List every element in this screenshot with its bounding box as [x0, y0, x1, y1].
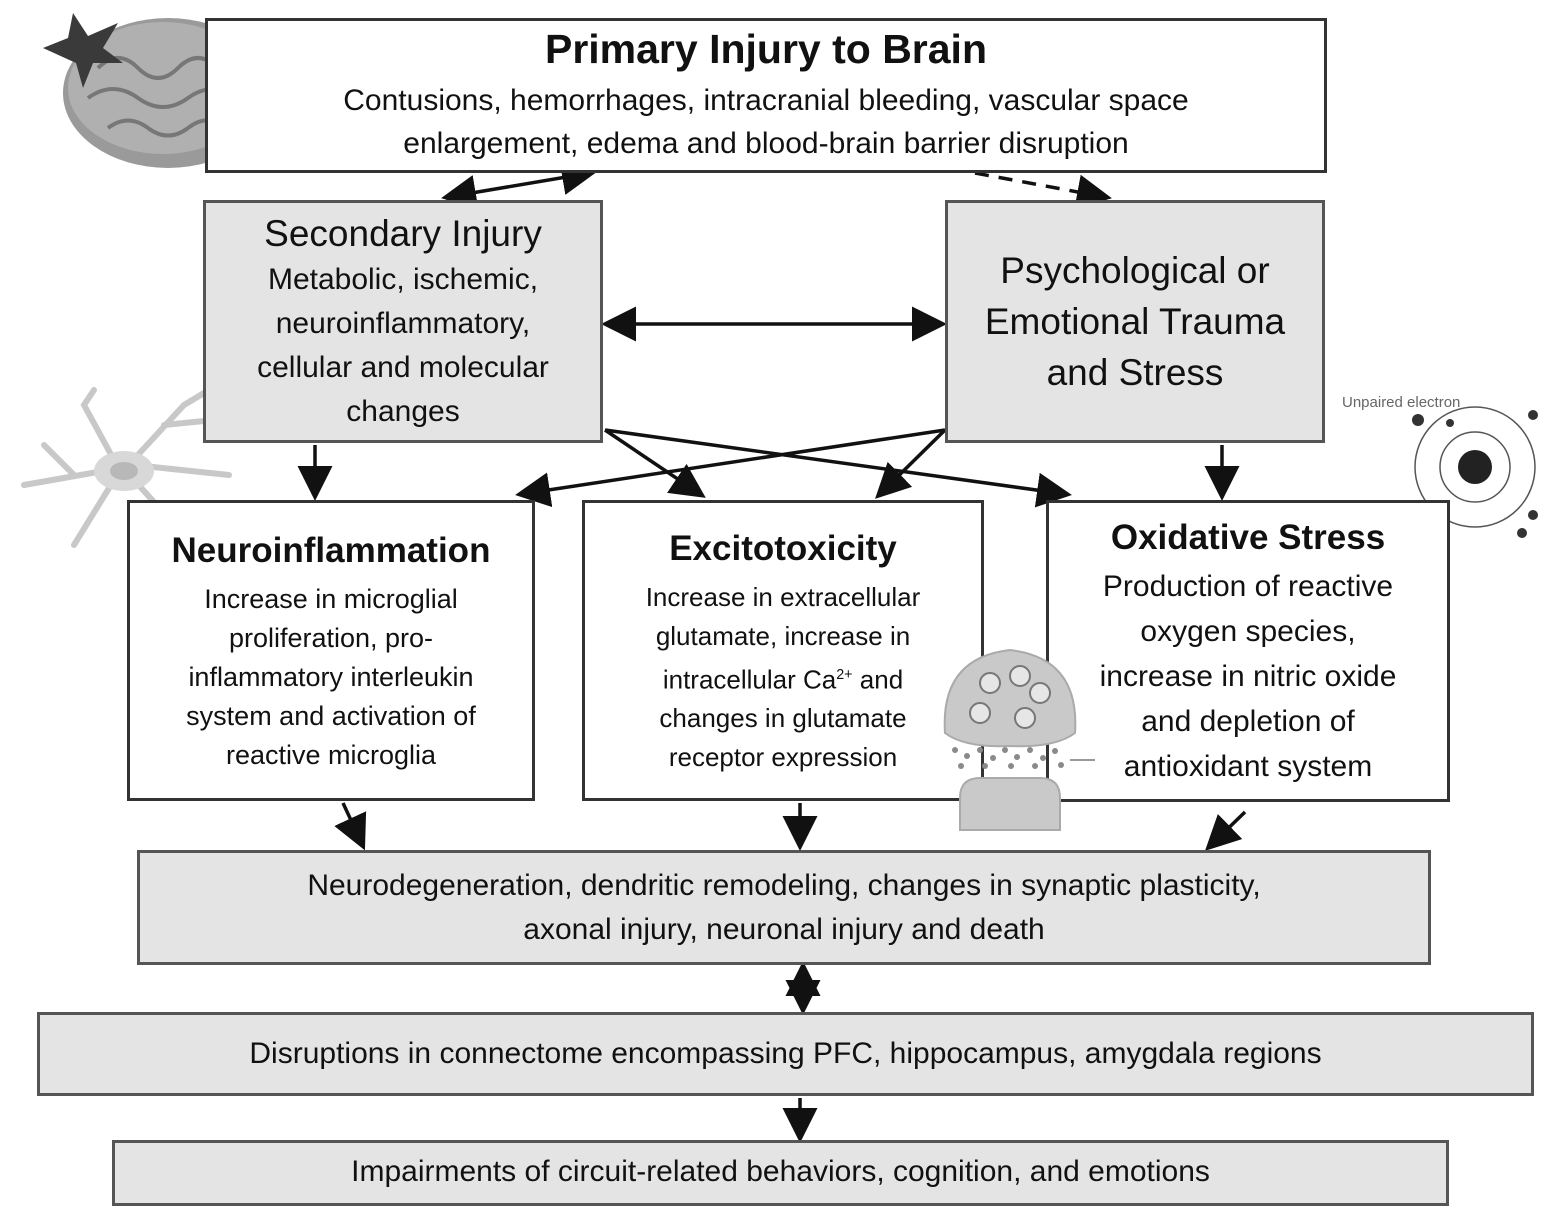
neuro-line-2: proliferation, pro- [228, 623, 434, 653]
primary-injury-line-2: enlargement, edema and blood-brain barri… [403, 127, 1129, 160]
excito-line-2: glutamate, increase in [655, 620, 911, 651]
excito-line-1: Increase in extracellular [645, 581, 921, 612]
secondary-injury-line-1: Metabolic, ischemic, [267, 262, 539, 296]
primary-injury-title: Primary Injury to Brain [544, 26, 987, 72]
connectome-text: Disruptions in connectome encompassing P… [249, 1037, 1322, 1070]
excito-ca-superscript: 2+ [836, 666, 853, 683]
oxidative-stress-box: Oxidative Stress Production of reactive … [1046, 500, 1450, 802]
secondary-injury-line-2: neuroinflammatory, [275, 306, 531, 340]
excitotoxicity-box: Excitotoxicity Increase in extracellular… [582, 500, 984, 801]
excito-line-5: receptor expression [668, 742, 898, 773]
primary-injury-line-1: Contusions, hemorrhages, intracranial bl… [343, 84, 1189, 117]
degeneration-line-2: axonal injury, neuronal injury and death [523, 912, 1045, 946]
atom-icon [1412, 406, 1538, 549]
psych-line-1: Psychological or [1000, 250, 1270, 291]
neurodegeneration-box: Neurodegeneration, dendritic remodeling,… [137, 850, 1431, 965]
excito-ca-prefix: intracellular Ca [662, 664, 837, 695]
excito-ca-suffix: and [852, 664, 904, 695]
neuron-icon [21, 387, 232, 568]
neuroinflammation-title: Neuroinflammation [171, 531, 491, 570]
connectome-box: Disruptions in connectome encompassing P… [37, 1012, 1534, 1096]
oxidative-stress-title: Oxidative Stress [1110, 517, 1386, 557]
neuro-line-3: inflammatory interleukin [188, 662, 474, 692]
secondary-injury-line-3: cellular and molecular [257, 350, 549, 384]
degeneration-line-1: Neurodegeneration, dendritic remodeling,… [307, 868, 1261, 902]
neuroinflammation-box: Neuroinflammation Increase in microglial… [127, 500, 535, 801]
oxid-line-5: antioxidant system [1123, 749, 1373, 783]
secondary-injury-box: Secondary Injury Metabolic, ischemic, ne… [203, 200, 603, 443]
psychological-trauma-box: Psychological or Emotional Trauma and St… [945, 200, 1325, 443]
oxid-line-1: Production of reactive [1102, 569, 1394, 603]
excitotoxicity-title: Excitotoxicity [669, 528, 897, 568]
excito-line-4: changes in glutamate [659, 703, 907, 734]
unpaired-electron-label: Unpaired electron [1342, 394, 1461, 411]
oxid-line-4: and depletion of [1141, 704, 1355, 738]
secondary-injury-line-4: changes [346, 394, 460, 428]
synapse-icon [943, 648, 1095, 831]
impairments-text: Impairments of circuit-related behaviors… [351, 1155, 1210, 1188]
secondary-injury-title: Secondary Injury [264, 212, 542, 254]
neuro-line-4: system and activation of [186, 701, 476, 731]
primary-injury-box: Primary Injury to Brain Contusions, hemo… [205, 18, 1327, 173]
psych-line-3: and Stress [1046, 352, 1224, 393]
excito-line-3: intracellular Ca2+ and [663, 656, 903, 700]
neuro-line-5: reactive microglia [225, 740, 437, 770]
psych-line-2: Emotional Trauma [984, 301, 1286, 342]
neuro-line-1: Increase in microglial [204, 584, 458, 614]
impairments-box: Impairments of circuit-related behaviors… [112, 1140, 1449, 1206]
oxid-line-2: oxygen species, [1140, 614, 1356, 648]
oxid-line-3: increase in nitric oxide [1099, 659, 1397, 693]
